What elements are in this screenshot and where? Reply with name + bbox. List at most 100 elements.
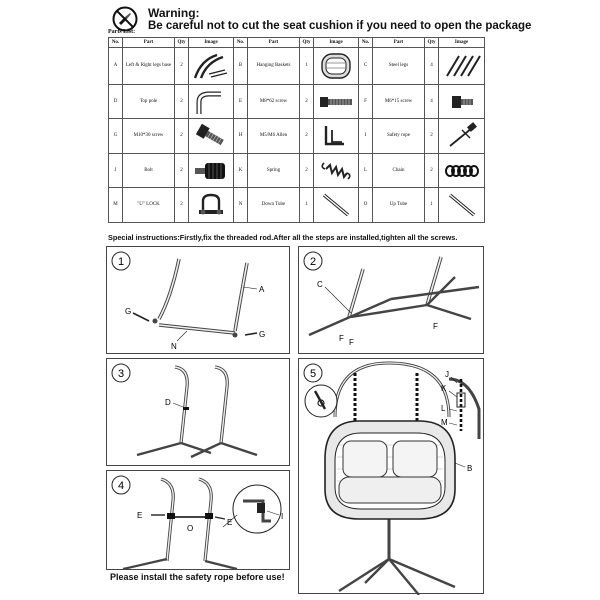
part-name: M8*62 screw [247, 83, 300, 120]
part-qty: 2 [174, 83, 189, 120]
screw-icon [320, 96, 352, 107]
label-e: E [227, 518, 232, 527]
step-2-diagram: 2 C F F F [303, 251, 480, 347]
part-qty: 2 [174, 118, 189, 154]
short-screw-icon [451, 95, 473, 108]
step-1-panel: 1 A G G N [106, 246, 290, 354]
part-no: K [233, 152, 248, 189]
part-name: Steel legs [372, 47, 425, 85]
chain-icon [444, 164, 479, 177]
warning-text: Be careful not to cut the seat cushion i… [148, 20, 532, 32]
label-a: A [259, 285, 265, 294]
legs-base-icon [193, 53, 228, 79]
part-no: A [108, 47, 123, 85]
step-number: 2 [310, 256, 316, 268]
header-image: Image [188, 37, 234, 48]
header-qty: Qty [299, 37, 314, 48]
part-name: M10*30 screw [122, 118, 175, 154]
part-qty: 1 [299, 47, 314, 85]
label-b: B [467, 464, 472, 473]
part-qty: 2 [299, 83, 314, 120]
part-name: M5/M6 Allen [247, 118, 300, 154]
part-no: M [108, 187, 123, 223]
part-qty: 2 [299, 118, 314, 154]
part-no: D [108, 83, 123, 120]
part-no: H [233, 118, 248, 154]
part-name: Safety rope [372, 118, 425, 154]
step-4-diagram: 4 E E O I [111, 475, 283, 571]
part-no: E [233, 83, 248, 120]
step-3-panel: 3 D [106, 358, 290, 466]
part-no: O [358, 187, 373, 223]
label-e: E [137, 511, 142, 520]
parts-list-label: Parts List: [108, 29, 136, 35]
part-qty: 2 [424, 118, 439, 154]
label-f: F [433, 322, 438, 331]
bolt-screw-icon [195, 123, 224, 146]
part-no: N [233, 187, 248, 223]
part-qty: 1 [299, 187, 314, 223]
table-row: J Bolt 2 K Spring 2 L Chain [108, 152, 485, 189]
label-g: G [125, 307, 131, 316]
part-no: C [358, 47, 373, 85]
header-part: Part [372, 37, 425, 48]
label-m: M [441, 418, 448, 427]
label-o: O [187, 524, 193, 533]
step-number: 3 [118, 368, 124, 380]
label-l: L [441, 404, 446, 413]
label-n: N [171, 342, 177, 351]
label-i: I [281, 512, 283, 521]
part-name: Chain [372, 152, 425, 189]
warning-title: Warning: [148, 6, 200, 20]
table-header-row: No. Part Qty Image No. Part Qty Image No… [108, 37, 485, 48]
special-instructions: Special instructions:Firstly,fix the thr… [108, 233, 458, 242]
label-j: J [445, 370, 449, 379]
step-5-panel: 5 J K L M B [298, 358, 484, 595]
step-number: 4 [118, 480, 124, 492]
step-3-diagram: 3 D [111, 363, 258, 459]
part-name: "U" LOCK [122, 187, 175, 223]
part-name: Up Tube [372, 187, 425, 223]
step-number: 5 [310, 368, 316, 380]
bolt-icon [195, 162, 225, 179]
part-no: I [358, 118, 373, 154]
part-qty: 4 [424, 47, 439, 85]
part-no: L [358, 152, 373, 189]
part-qty: 2 [299, 152, 314, 189]
step-2-panel: 2 C F F F [298, 246, 484, 354]
header-qty: Qty [174, 37, 189, 48]
part-name: Top pole [122, 83, 175, 120]
part-no: F [358, 83, 373, 120]
top-pole-icon [196, 91, 221, 114]
label-g: G [259, 330, 265, 339]
step-5-diagram: 5 J K L M B [303, 361, 481, 595]
table-row: D Top pole 2 E M8*62 screw 2 F M6*15 sc [108, 83, 485, 120]
part-name: Hanging Baskets [247, 47, 300, 85]
spring-icon [321, 162, 351, 180]
part-name: Left & Right legs base [122, 47, 175, 85]
part-qty: 1 [424, 187, 439, 223]
header-no: No. [358, 37, 373, 48]
part-no: G [108, 118, 123, 154]
steel-legs-icon [445, 55, 481, 77]
part-no: J [108, 152, 123, 189]
header-image: Image [438, 37, 485, 48]
label-d: D [165, 398, 171, 407]
part-qty: 2 [424, 152, 439, 189]
safety-rope-note: Please install the safety rope before us… [110, 572, 285, 582]
label-f: F [339, 334, 344, 343]
step-1-diagram: 1 A G G N [111, 251, 265, 351]
table-row: M "U" LOCK 2 N Down Tube 1 O [108, 187, 485, 223]
header-no: No. [233, 37, 248, 48]
step-4-panel: 4 E E O I [106, 470, 290, 571]
up-tube-icon [448, 193, 475, 217]
part-qty: 2 [174, 47, 189, 85]
basket-icon [321, 53, 351, 79]
label-k: K [441, 384, 447, 393]
header-qty: Qty [424, 37, 439, 48]
step-number: 1 [118, 256, 124, 268]
warning-header: Warning: Be careful not to cut the seat … [112, 6, 531, 36]
part-qty: 4 [424, 83, 439, 120]
part-name: Down Tube [247, 187, 300, 223]
table-row: G M10*30 screw 2 H M5/M6 Allen 2 [108, 118, 485, 154]
